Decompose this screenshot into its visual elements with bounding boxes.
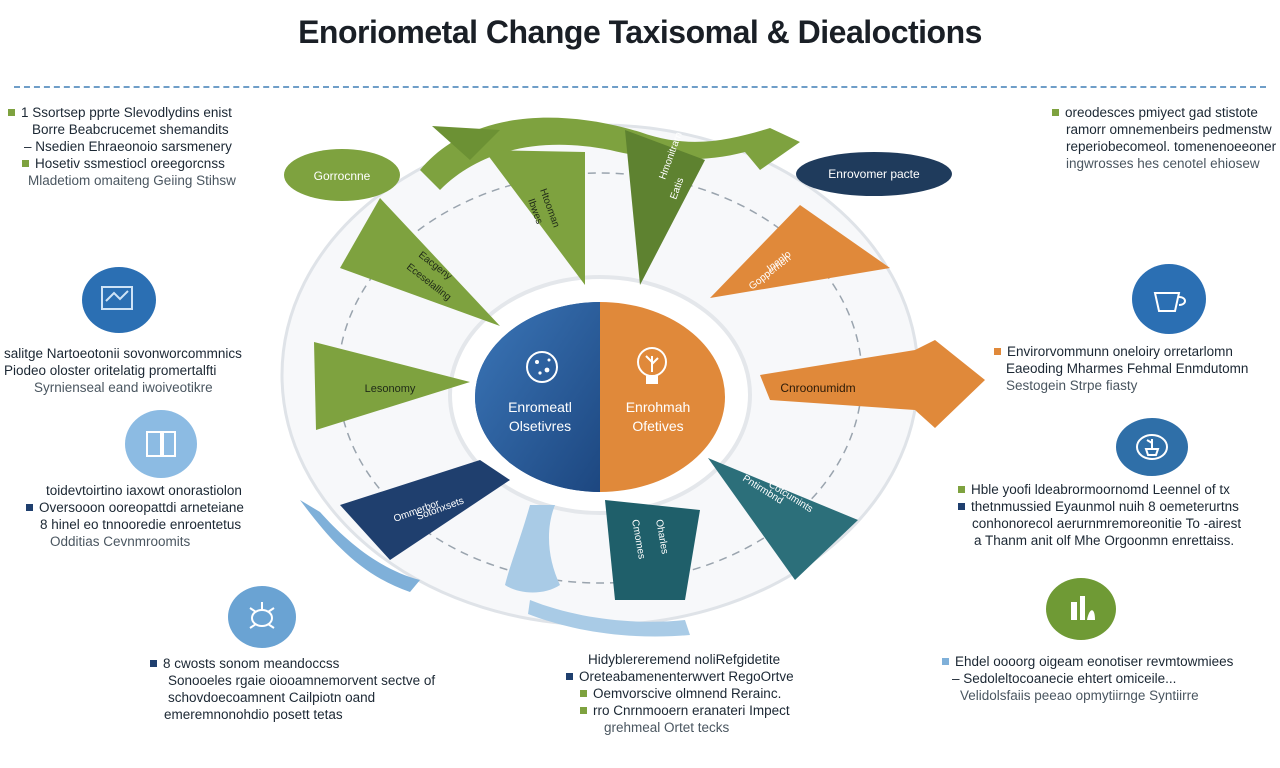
- note-left-top: 1 Ssortsep pprte Slevodlydins enist Borr…: [8, 104, 236, 189]
- bullet-green: [1052, 109, 1059, 116]
- bullet-navy: [150, 660, 157, 667]
- note-bottom-left-line-4: emeremnonohdio posett tetas: [164, 707, 343, 722]
- note-bottom-left-line-3: schovdoecoamnent Cailpiotn oand: [168, 690, 376, 705]
- note-left-top-line-4: Hosetiv ssmestiocl oreegorcnss: [35, 156, 225, 171]
- pill-right-label: Enrovomer pacte: [828, 167, 920, 181]
- lightbulb-tree-icon: [637, 347, 667, 384]
- segment-dark-teal: [708, 458, 858, 580]
- segment-green-1: [314, 342, 470, 430]
- bullet-navy: [958, 503, 965, 510]
- core-left-label-1: Enromeatl: [508, 399, 572, 415]
- note-left-low-line-4: Odditias Cevnmroomits: [50, 534, 191, 549]
- bullet-light-blue: [942, 658, 949, 665]
- note-bottom-center-line-4: rro Cnrnmooern eranateri Impect: [593, 703, 790, 718]
- bullet-green: [580, 690, 587, 697]
- lab-screen-icon: [82, 267, 156, 333]
- note-right-mid-line-1: Envirorvommunn oneloiry orretarlomn: [1007, 344, 1233, 359]
- microbe-icon: [228, 586, 296, 648]
- top-swoop-arrow: [420, 117, 800, 190]
- header-divider: [14, 86, 1266, 88]
- page-title: Enoriometal Change Taxisomal & Diealocti…: [298, 14, 982, 50]
- swoop-light-blue-3: [528, 600, 690, 637]
- note-left-low-line-3: 8 hinel eo tnnooredie enroentetus: [40, 517, 242, 532]
- note-left-top-line-1: 1 Ssortsep pprte Slevodlydins enist: [21, 105, 232, 120]
- note-bottom-right-line-3: Velidolsfaiis peeao opmytiirnge Syntiirr…: [960, 688, 1199, 703]
- core-left-shade: [475, 302, 600, 492]
- note-right-low-line-2: thetnmussied Eyaunmol nuih 8 oemeterurtn…: [971, 499, 1239, 514]
- segment-teal: [605, 500, 700, 600]
- plant-cup-icon: [1116, 418, 1188, 476]
- bullet-navy: [26, 504, 33, 511]
- note-right-mid: Envirorvommunn oneloiry orretarlomn Eaeo…: [994, 343, 1248, 394]
- dash-marker: –: [952, 671, 964, 686]
- note-right-top-line-3: reperiobecomeol. tomenenoeeoner: [1066, 139, 1277, 154]
- factory-icon: [1046, 578, 1116, 640]
- note-left-low-line-2: Oversooon ooreopattdi arneteiane: [39, 500, 244, 515]
- bullet-green: [958, 486, 965, 493]
- note-bottom-left: 8 cwosts sonom meandoccss Sonooeles rgai…: [150, 655, 435, 723]
- bullet-navy: [566, 673, 573, 680]
- top-swoop-arrow-head: [432, 126, 500, 160]
- note-left-mid-line-3: Syrnienseal eand iwoiveotikre: [34, 380, 213, 395]
- note-bottom-center-line-3: Oemvorscive olmnend Rerainc.: [593, 686, 782, 701]
- segment-green-4: [625, 130, 705, 285]
- note-bottom-left-line-1: 8 cwosts sonom meandoccss: [163, 656, 340, 671]
- note-left-mid-line-1: salitge Nartoeotonii sovonworcommnics: [4, 346, 242, 361]
- note-bottom-right-line-1: Ehdel oooorg oigeam eonotiser revmtowmie…: [955, 654, 1234, 669]
- note-right-top: oreodesces pmiyect gad stistote ramorr o…: [1052, 104, 1276, 172]
- core-right-label-2: Ofetives: [632, 418, 683, 434]
- segment-navy: [340, 460, 510, 560]
- note-left-top-line-2: Borre Beabcrucemet shemandits: [32, 122, 229, 137]
- bullet-orange: [994, 348, 1001, 355]
- note-left-mid-line-2: Piodeo oloster oritelatig promertalfti: [4, 363, 217, 378]
- bullet-green: [22, 160, 29, 167]
- note-bottom-center: Hidyblereremend noliRefgidetite Oreteaba…: [566, 651, 794, 736]
- segment-orange-1: [710, 205, 890, 298]
- note-bottom-left-line-2: Sonooeles rgaie oiooamnemorvent sectve o…: [168, 673, 436, 688]
- segment-green-3: [484, 150, 585, 285]
- seg-orange-2-label: Cnroonumidm: [780, 381, 855, 395]
- note-right-low-line-1: Hble yoofi ldeabrormoornomd Leennel of t…: [971, 482, 1230, 497]
- note-bottom-center-line-2: Oreteabamenenterwvert RegoOrtve: [579, 669, 794, 684]
- bullet-green: [8, 109, 15, 116]
- pill-left-label: Gorrocnne: [314, 169, 371, 183]
- segment-green-2: [340, 198, 500, 326]
- note-left-top-line-5: Mladetiom omaiteng Geiing Stihsw: [28, 173, 236, 188]
- swoop-light-blue-2: [300, 500, 420, 592]
- note-bottom-right: Ehdel oooorg oigeam eonotiser revmtowmie…: [942, 653, 1233, 704]
- note-right-top-line-4: ingwrosses hes cenotel ehiosew: [1066, 156, 1260, 171]
- note-right-mid-line-2: Eaeoding Mharmes Fehmal Enmdutomn: [1006, 361, 1249, 376]
- petri-dish-icon: [526, 351, 558, 383]
- core-right-label-1: Enrohmah: [626, 399, 691, 415]
- bullet-green: [580, 707, 587, 714]
- note-left-low-line-1: toidevtoirtino iaxowt onorastiolon: [46, 483, 242, 498]
- swoop-light-blue-1: [505, 505, 560, 593]
- segment-orange-2: [760, 340, 985, 428]
- note-bottom-center-line-5: grehmeal Ortet tecks: [604, 720, 730, 735]
- core-right-half: [600, 302, 725, 492]
- note-left-mid: salitge Nartoeotonii sovonworcommnics Pi…: [4, 345, 242, 396]
- note-left-low: toidevtoirtino iaxowt onorastiolon Overs…: [26, 482, 244, 550]
- note-left-top-line-3: Nsedien Ehraeonoio sarsmenery: [35, 139, 232, 154]
- note-right-low-line-3: conhonorecol aerurnmremoreonitie To -air…: [972, 516, 1242, 531]
- note-right-low-line-4: a Thanm anit olf Mhe Orgoonmn enrettaiss…: [974, 533, 1235, 548]
- note-right-top-line-1: oreodesces pmiyect gad stistote: [1065, 105, 1258, 120]
- pill-right-shape: [796, 152, 952, 196]
- document-panel-icon: [125, 410, 197, 478]
- seg-green-1-label: Lesonomy: [365, 383, 416, 395]
- cup-icon: [1132, 264, 1206, 334]
- note-bottom-center-line-1: Hidyblereremend noliRefgidetite: [588, 652, 781, 667]
- note-right-mid-line-3: Sestogein Strpe fiasty: [1006, 378, 1138, 393]
- pill-left-shape: [284, 149, 400, 201]
- note-right-low: Hble yoofi ldeabrormoornomd Leennel of t…: [958, 481, 1241, 549]
- dash-marker: –: [24, 139, 36, 154]
- core-left-label-2: Olsetivres: [509, 418, 571, 434]
- note-right-top-line-2: ramorr omnemenbeirs pedmenstw: [1066, 122, 1272, 137]
- note-bottom-right-line-2: Sedoleltocoanecie ehtert omiceile...: [963, 671, 1177, 686]
